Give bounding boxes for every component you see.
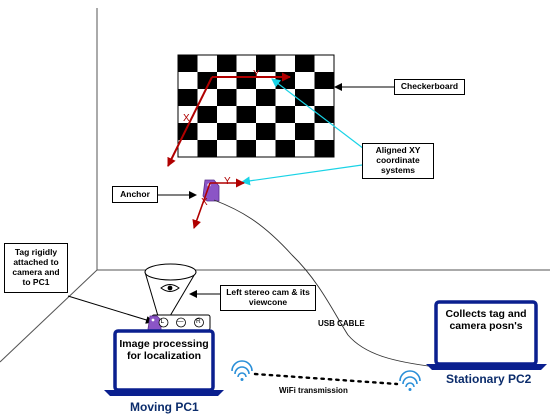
checkerboard-square — [314, 106, 334, 123]
checkerboard-square — [217, 89, 237, 106]
anchor-x-label: X — [201, 197, 208, 208]
checkerboard-square — [197, 140, 217, 157]
checkerboard-square — [178, 89, 198, 106]
checkerboard-square — [256, 55, 276, 72]
aligned-pointer-lower — [241, 164, 363, 186]
checkerboard-square — [295, 123, 315, 140]
checkerboard-y-label: Y — [253, 69, 260, 80]
checkerboard-square — [295, 55, 315, 72]
checkerboard-square — [197, 106, 217, 123]
camera-button-right: R — [196, 317, 201, 325]
camera-button-left: L — [160, 317, 165, 325]
tag-attached-label: Tag rigidly attached to camera and to PC… — [4, 243, 68, 293]
anchor-label: Anchor — [112, 186, 158, 203]
checkerboard-square — [256, 89, 276, 106]
checkerboard-square — [295, 89, 315, 106]
wifi-transmission-label: WiFi transmission — [279, 386, 348, 395]
aligned-pointer-upper — [271, 78, 373, 156]
checkerboard-square — [314, 72, 334, 89]
checkerboard-label: Checkerboard — [394, 79, 465, 95]
usb-cable-label: USB CABLE — [318, 319, 365, 328]
stationary-pc-screen-text: Collects tag and camera posn's — [445, 308, 527, 333]
checkerboard-square — [178, 55, 198, 72]
camera-buttons — [158, 317, 204, 328]
checkerboard-square — [236, 140, 256, 157]
tag-pointer-arrow — [67, 295, 154, 324]
anchor-axes — [192, 178, 245, 229]
eye-icon — [160, 284, 180, 292]
moving-pc-caption: Moving PC1 — [130, 400, 199, 414]
moving-laptop — [104, 329, 224, 396]
checkerboard-square — [217, 55, 237, 72]
checkerboard-square — [275, 72, 295, 89]
aligned-xy-label: Aligned XY coordinate systems — [362, 143, 434, 179]
checkerboard-square — [314, 140, 334, 157]
stationary-laptop — [426, 300, 547, 370]
wifi-link — [253, 372, 399, 386]
camera-button-middle: — — [177, 317, 184, 325]
left-stereo-cam-label: Left stereo cam & its viewcone — [220, 285, 316, 311]
checkerboard-axes — [167, 72, 291, 167]
moving-pc-screen-text: Image processing for localization — [119, 338, 209, 363]
viewcone — [144, 263, 197, 317]
usb-cable — [213, 199, 437, 368]
checkerboard-square — [275, 140, 295, 157]
stationary-pc-caption: Stationary PC2 — [446, 372, 532, 386]
checkerboard-x-label: X — [183, 113, 190, 124]
checkerboard-square — [275, 106, 295, 123]
wifi-icon — [399, 370, 421, 391]
checkerboard-square — [217, 123, 237, 140]
checkerboard-square — [236, 106, 256, 123]
anchor-y-label: Y — [224, 176, 231, 187]
wifi-icon — [231, 360, 253, 381]
checkerboard-square — [256, 123, 276, 140]
